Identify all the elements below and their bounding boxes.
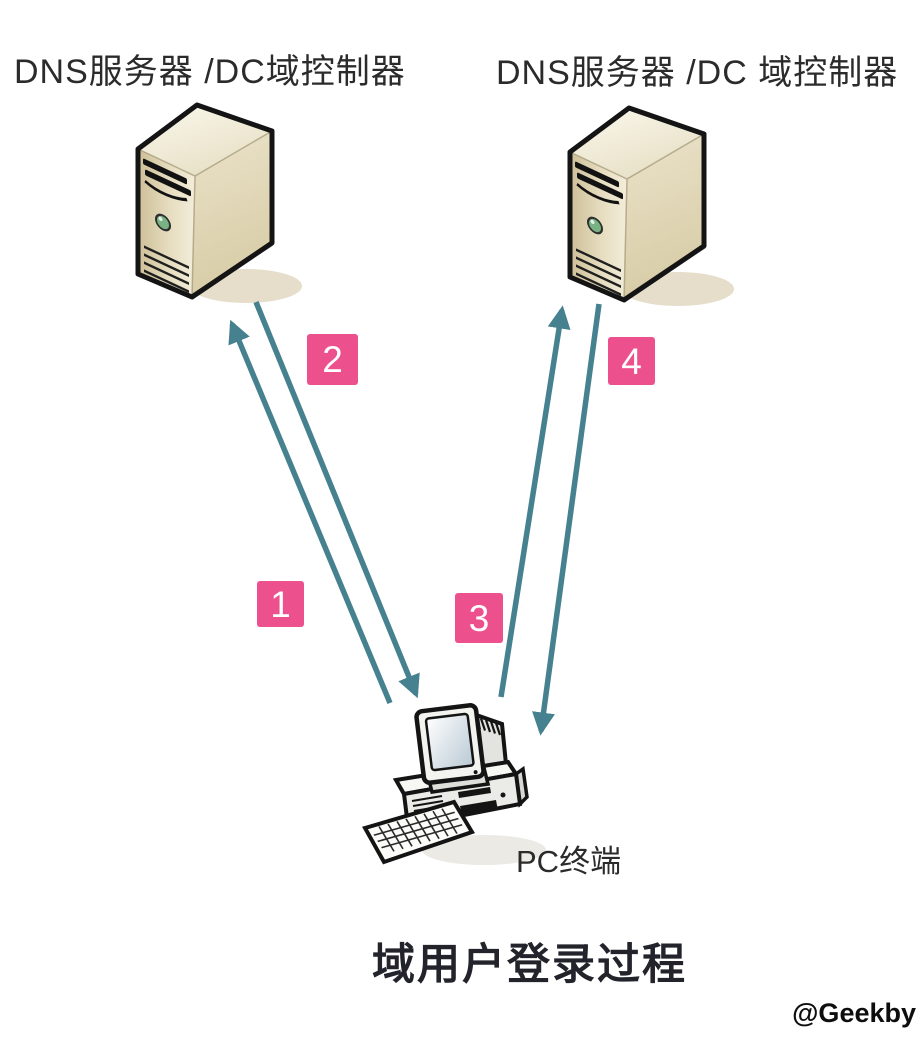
arrow-step-4-down-icon: [532, 303, 602, 736]
pc-terminal-label: PC终端: [516, 844, 622, 879]
arrow-step-1-up-icon: [228, 319, 393, 705]
diagram-title: 域用户登录过程: [372, 941, 687, 989]
step-4-badge: 4: [608, 337, 655, 385]
server-icon-right: [570, 108, 734, 306]
step-1-badge: 1: [257, 581, 304, 627]
server-left-label: DNS服务器 /DC域控制器: [14, 53, 406, 91]
step-2-badge: 2: [307, 334, 358, 385]
arrow-step-3-up-icon: [498, 305, 571, 698]
step-3-badge: 3: [455, 593, 503, 643]
server-icon-left: [138, 105, 302, 303]
watermark: @Geekby: [792, 998, 916, 1028]
arrow-step-2-down-icon: [253, 300, 420, 699]
pc-icon: [362, 703, 546, 865]
server-right-label: DNS服务器 /DC 域控制器: [496, 54, 899, 92]
